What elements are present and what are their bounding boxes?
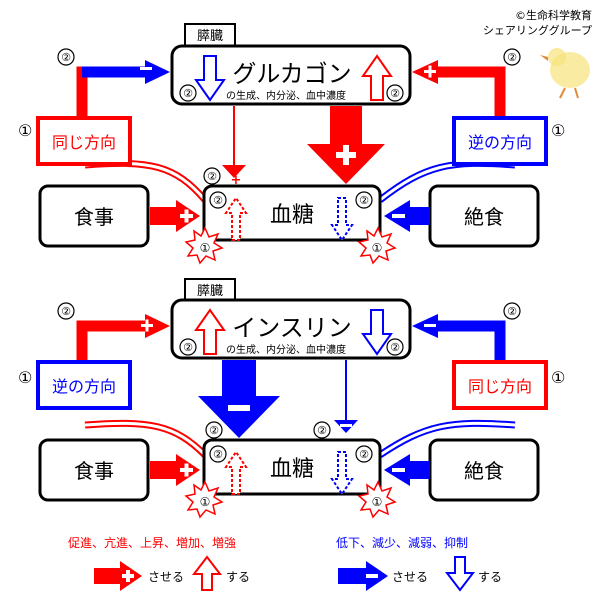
relation-left: 逆の方向: [52, 377, 116, 396]
increase-arrow-icon: [361, 54, 393, 101]
credit-line-2: シェアリンググループ: [482, 24, 592, 37]
decrease-arrow-icon: [361, 309, 393, 356]
hormone-subtitle: の生成、内分泌、血中濃度: [226, 343, 346, 356]
marker-2: ②: [507, 305, 517, 318]
marker-1: ①: [18, 121, 32, 140]
marker-2: ②: [390, 87, 400, 100]
marker-2: ②: [209, 424, 219, 437]
marker-1: ①: [18, 368, 32, 387]
fasting-label: 絶食: [464, 459, 504, 483]
fasting-label: 絶食: [464, 205, 504, 229]
big-minus-arrow: [198, 360, 280, 438]
starburst-icon: [357, 480, 397, 519]
organ-label: 膵臓: [197, 29, 223, 44]
decrease-arrow-icon: [194, 55, 226, 102]
marker-1: ①: [372, 241, 383, 255]
legend-minus-cause: させる: [392, 570, 428, 584]
plus-sign: +: [231, 173, 242, 188]
right-elbow-red: [438, 66, 506, 128]
marker-2: ②: [213, 194, 223, 207]
marker-1: ①: [372, 495, 383, 509]
marker-2: ②: [183, 87, 193, 100]
relation-box-right: [452, 116, 548, 166]
left-elbow-red: [76, 320, 145, 368]
blood-sugar-label: 血糖: [270, 457, 314, 482]
left-arrowhead: [145, 60, 170, 84]
marker-2: ②: [359, 194, 369, 207]
marker-1: ①: [551, 121, 565, 140]
insulin-panel: 膵臓 インスリン の生成、内分泌、血中濃度 ② ② ② ② 逆の方向 同じ方向 …: [18, 278, 565, 519]
dotted-down-arrow-icon: [330, 451, 354, 496]
meal-box: [38, 438, 150, 502]
marker-2: ②: [213, 448, 223, 461]
legend-promote-words: 促進、亢進、上昇、増加、増強: [68, 535, 236, 550]
starburst-icon: [357, 226, 397, 265]
copyright-credit: ©生命科学教育 シェアリンググループ: [483, 8, 592, 38]
glucagon-panel: 膵臓 グルカゴン の生成、内分泌、血中濃度 ② ② ② ② 同じ方向 逆の方向 …: [18, 23, 565, 265]
legend-up-do: する: [226, 570, 250, 584]
meal-box: [38, 184, 150, 248]
relation-right: 同じ方向: [468, 377, 532, 396]
marker-1: ①: [200, 495, 211, 509]
dotted-up-arrow-icon: [224, 450, 248, 495]
organ-label: 膵臓: [197, 284, 223, 299]
hormone-name: グルカゴン: [232, 60, 351, 88]
marker-2: ②: [390, 341, 400, 354]
marker-2: ②: [359, 448, 369, 461]
marker-2: ②: [317, 424, 327, 437]
dotted-up-arrow-icon: [224, 196, 248, 241]
marker-2: ②: [183, 341, 193, 354]
marker-1: ①: [200, 241, 211, 255]
hormone-name: インスリン: [232, 314, 352, 342]
starburst-icon: [184, 480, 224, 519]
blood-sugar-label: 血糖: [270, 203, 314, 228]
meal-label: 食事: [74, 205, 114, 229]
hormone-box: [170, 298, 412, 360]
marker-2: ②: [61, 305, 71, 318]
increase-arrow-icon: [194, 308, 226, 355]
legend-plus-cause: させる: [148, 570, 184, 584]
credit-line-1: ©生命科学教育: [515, 9, 592, 22]
relation-box-left: [36, 360, 132, 410]
legend-down-arrow-icon: [444, 556, 476, 592]
dotted-down-arrow-icon: [330, 197, 354, 242]
legend-up-arrow-icon: [191, 555, 223, 591]
marker-2: ②: [207, 170, 217, 183]
relation-box-right: [452, 360, 548, 410]
relation-left: 同じ方向: [52, 133, 116, 152]
legend: 促進、亢進、上昇、増加、増強 低下、減少、減弱、抑制 させる する させる する: [68, 535, 502, 592]
marker-1: ①: [551, 368, 565, 387]
hormone-box: [170, 44, 412, 106]
right-elbow-blue: [438, 320, 506, 368]
chick-mascot-icon: [540, 48, 590, 99]
marker-2: ②: [507, 51, 517, 64]
starburst-icon: [184, 226, 224, 265]
relation-right: 逆の方向: [468, 133, 532, 152]
legend-down-do: する: [478, 570, 502, 584]
marker-2: ②: [61, 51, 71, 64]
legend-suppress-words: 低下、減少、減弱、抑制: [336, 535, 468, 550]
relation-box-left: [36, 116, 132, 166]
hormone-subtitle: の生成、内分泌、血中濃度: [226, 89, 346, 102]
meal-label: 食事: [74, 459, 114, 483]
